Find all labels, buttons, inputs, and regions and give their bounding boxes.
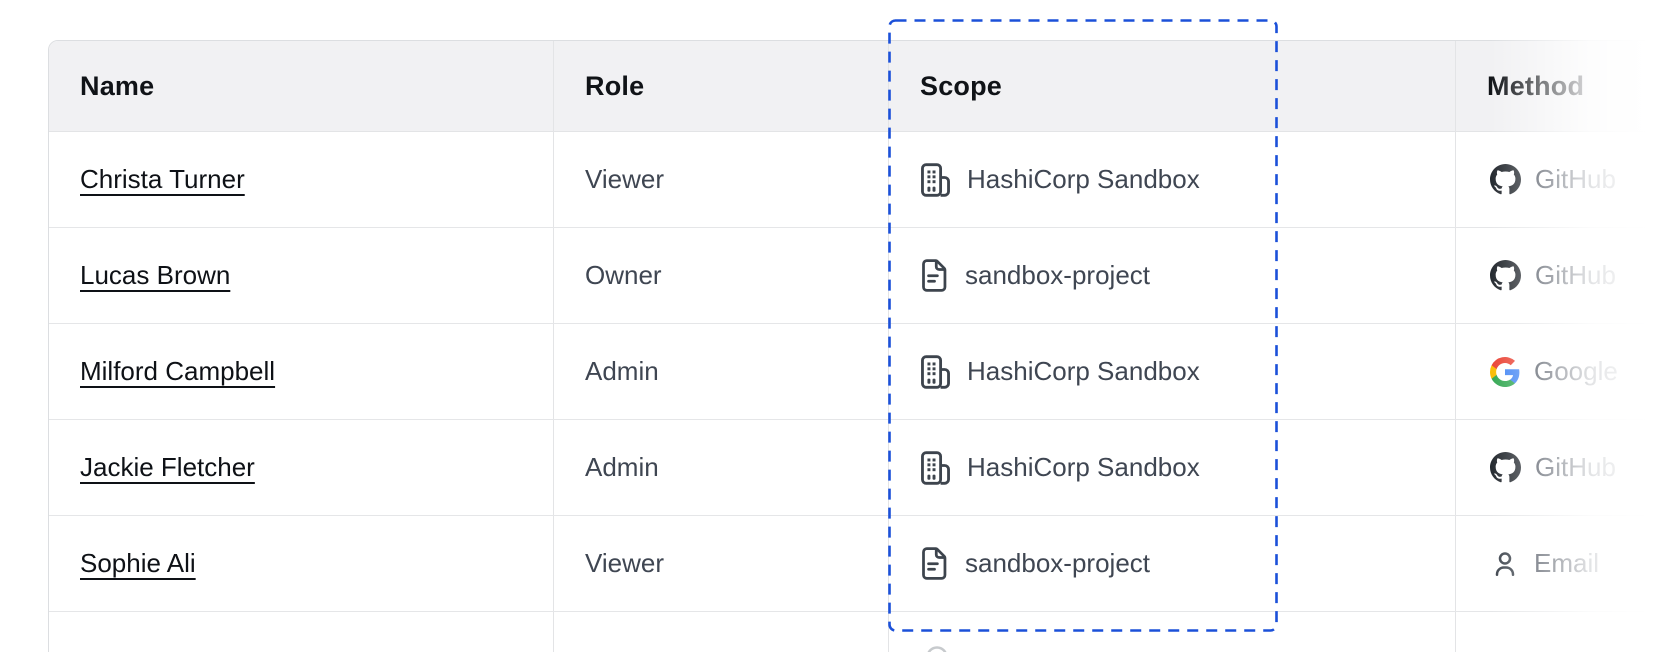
role-cell: Admin <box>554 324 889 419</box>
column-header-method: Method <box>1487 70 1585 101</box>
name-cell: Milford Campbell <box>49 324 554 419</box>
method-label: GitHub <box>1535 260 1616 290</box>
github-icon <box>1490 452 1521 483</box>
role-cell: Owner <box>554 228 889 323</box>
column-header-scope: Scope <box>889 41 1456 131</box>
name-cell: Jackie Fletcher <box>49 420 554 515</box>
header-row: Name Role Scope Method <box>49 41 1672 132</box>
table-row: Jackie Fletcher Admin HashiCorp Sandbox … <box>49 420 1672 516</box>
method-cell: GitHub <box>1456 228 1672 323</box>
table-row: Christa Turner Viewer HashiCorp Sandbox … <box>49 132 1672 228</box>
partial-scope-icon <box>927 646 947 652</box>
scope-label: HashiCorp Sandbox <box>967 356 1200 386</box>
method-label: GitHub <box>1535 452 1616 482</box>
role-cell: Admin <box>554 420 889 515</box>
role-cell: Viewer <box>554 132 889 227</box>
column-header-name: Name <box>49 41 554 131</box>
role-text: Viewer <box>585 164 665 194</box>
partial-next-row <box>49 612 1672 652</box>
role-cell: Viewer <box>554 516 889 611</box>
table-row: Sophie Ali Viewer sandbox-project Email <box>49 516 1672 612</box>
method-cell: GitHub <box>1456 132 1672 227</box>
column-header-role: Role <box>554 41 889 131</box>
name-link[interactable]: Lucas Brown <box>80 260 231 290</box>
document-icon <box>920 259 949 292</box>
building-icon <box>920 354 951 389</box>
method-cell: Google <box>1456 324 1672 419</box>
building-icon <box>920 162 951 197</box>
building-icon <box>920 450 951 485</box>
role-text: Admin <box>585 356 659 386</box>
name-cell: Lucas Brown <box>49 228 554 323</box>
name-link[interactable]: Sophie Ali <box>80 548 196 578</box>
scope-cell: sandbox-project <box>889 516 1456 611</box>
members-table: Name Role Scope Method Christa Turner Vi… <box>48 40 1672 652</box>
name-cell: Sophie Ali <box>49 516 554 611</box>
scope-cell: HashiCorp Sandbox <box>889 420 1456 515</box>
name-cell: Christa Turner <box>49 132 554 227</box>
method-label: GitHub <box>1535 164 1616 194</box>
github-icon <box>1490 164 1521 195</box>
role-text: Admin <box>585 452 659 482</box>
github-icon <box>1490 260 1521 291</box>
scope-label: sandbox-project <box>965 260 1150 290</box>
method-cell: Email <box>1456 516 1672 611</box>
scope-label: HashiCorp Sandbox <box>967 164 1200 194</box>
google-icon <box>1490 356 1520 387</box>
scope-label: HashiCorp Sandbox <box>967 452 1200 482</box>
scope-label: sandbox-project <box>965 548 1150 578</box>
name-link[interactable]: Christa Turner <box>80 164 245 194</box>
name-link[interactable]: Milford Campbell <box>80 356 276 386</box>
scope-cell: HashiCorp Sandbox <box>889 132 1456 227</box>
role-text: Viewer <box>585 548 665 578</box>
method-label: Email <box>1534 548 1600 578</box>
scope-cell: sandbox-project <box>889 228 1456 323</box>
name-link[interactable]: Jackie Fletcher <box>80 452 255 482</box>
table-row: Lucas Brown Owner sandbox-project GitHub <box>49 228 1672 324</box>
role-text: Owner <box>585 260 662 290</box>
method-label: Google <box>1534 356 1618 386</box>
table-row: Milford Campbell Admin HashiCorp Sandbox… <box>49 324 1672 420</box>
method-cell: GitHub <box>1456 420 1672 515</box>
scope-cell: HashiCorp Sandbox <box>889 324 1456 419</box>
document-icon <box>920 547 949 580</box>
user-icon <box>1490 549 1520 579</box>
